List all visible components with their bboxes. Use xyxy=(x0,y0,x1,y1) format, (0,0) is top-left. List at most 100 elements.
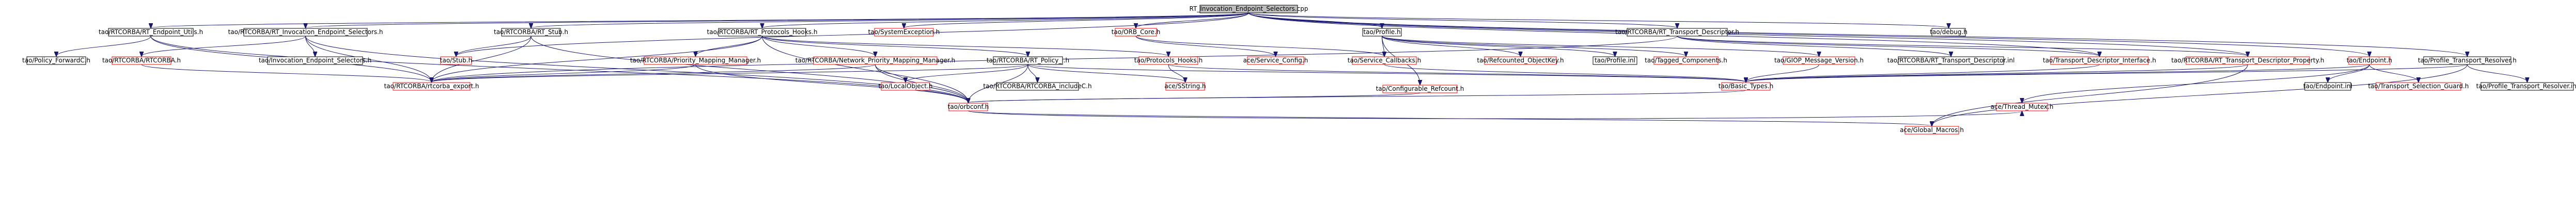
graph-node-box xyxy=(874,28,934,37)
graph-node-label: tao/RTCORBA/RT_Transport_Descriptor_Prop… xyxy=(2171,57,2324,64)
graph-node-label: tao/Profile.h xyxy=(1363,28,1400,36)
graph-node-label: tao/Transport_Descriptor_Interface.h xyxy=(2043,57,2156,64)
graph-node-label: tao/RTCORBA/RT_Transport_Descriptor.inl xyxy=(1887,57,2015,64)
graph-node-box xyxy=(440,56,472,65)
graph-node-configurable-refcount[interactable]: tao/Configurable_Refcount.h xyxy=(1376,85,1464,93)
graph-node-thread-mutex[interactable]: ace/Thread_Mutex.h xyxy=(1991,103,2054,111)
graph-edge xyxy=(1932,64,2468,126)
graph-edge xyxy=(1027,64,1746,82)
graph-node-refcounted-objectkey[interactable]: tao/Refcounted_ObjectKey.h xyxy=(1477,56,1564,65)
graph-node-box xyxy=(2376,82,2461,91)
graph-node-endpoint-inl[interactable]: tao/Endpoint.inl xyxy=(2303,82,2352,91)
graph-edge xyxy=(56,36,151,56)
graph-node-box xyxy=(1352,56,1417,65)
graph-node-label: tao/RTCORBA/rtcorba_export.h xyxy=(384,83,479,90)
graph-edge xyxy=(2328,64,2370,82)
graph-edge xyxy=(432,36,762,82)
graph-node-service-config[interactable]: ace/Service_Config.h xyxy=(1243,56,1308,65)
graph-node-box xyxy=(948,103,988,111)
graph-node-box xyxy=(1382,85,1458,93)
graph-node-label: ace/SString.h xyxy=(1164,83,1206,90)
graph-node-priority-mapping-manager[interactable]: tao/RTCORBA/Priority_Mapping_Manager.h xyxy=(630,56,761,65)
graph-node-label: ace/Thread_Mutex.h xyxy=(1991,103,2054,110)
graph-edge xyxy=(305,36,969,103)
graph-node-rt-transport-descriptor-property[interactable]: tao/RTCORBA/RT_Transport_Descriptor_Prop… xyxy=(2171,56,2324,65)
graph-edge xyxy=(1677,36,2100,56)
graph-edge xyxy=(1382,36,1521,56)
nodes-layer: RT_Invocation_Endpoint_Selectors.cpp tao/… xyxy=(22,5,2576,135)
graph-node-label: tao/Profile.inl xyxy=(1595,57,1635,64)
graph-edge xyxy=(1136,12,1249,28)
graph-edge xyxy=(905,64,1028,82)
graph-node-box xyxy=(1362,28,1402,37)
graph-node-label: tao/SystemException.h xyxy=(868,28,940,36)
graph-node-label: tao/Transport_Selection_Guard.h xyxy=(2368,83,2469,90)
graph-node-ace-sstring[interactable]: ace/SString.h xyxy=(1164,82,1206,91)
graph-node-rt-inv-ep-sel-h[interactable]: tao/RTCORBA/RT_Invocation_Endpoint_Selec… xyxy=(228,28,383,37)
graph-node-inv-ep-sel[interactable]: tao/Invocation_Endpoint_Selectors.h xyxy=(259,56,371,65)
graph-edge xyxy=(1746,64,1819,82)
graph-node-box xyxy=(26,56,86,65)
graph-node-basic-types[interactable]: tao/Basic_Types.h xyxy=(1719,82,1773,91)
graph-node-box xyxy=(1484,56,1557,65)
graph-node-label: tao/Protocols_Hooks.h xyxy=(1134,57,1203,64)
graph-node-protocols-hooks[interactable]: tao/Protocols_Hooks.h xyxy=(1134,56,1203,65)
graph-node-rtcorba-includec[interactable]: tao/RTCORBA/RTCORBA_includeC.h xyxy=(983,82,1092,91)
graph-node-profile-transport-resolver-inl[interactable]: tao/Profile_Transport_Resolver.inl xyxy=(2476,82,2576,91)
graph-node-orb-core[interactable]: tao/ORB_Core.h xyxy=(1112,28,1161,37)
graph-edge xyxy=(762,36,969,103)
graph-node-stub[interactable]: tao/Stub.h xyxy=(440,56,472,65)
graph-node-label: tao/debug.h xyxy=(1930,28,1968,36)
graph-node-orbconf[interactable]: tao/orbconf.h xyxy=(948,103,989,111)
graph-node-box xyxy=(813,56,938,65)
graph-node-label: tao/Refcounted_ObjectKey.h xyxy=(1477,57,1564,64)
graph-node-rt-transport-descriptor-inl[interactable]: tao/RTCORBA/RT_Transport_Descriptor.inl xyxy=(1887,56,2015,65)
graph-node-box xyxy=(243,28,368,37)
graph-node-label: tao/Endpoint.inl xyxy=(2303,83,2352,90)
graph-node-label: tao/RTCORBA/RT_Policy_i.h xyxy=(987,57,1069,64)
graph-edge xyxy=(2467,64,2527,82)
graph-node-box xyxy=(1996,103,2048,111)
graph-node-rtcorba[interactable]: tao/RTCORBA/RTCORBA.h xyxy=(102,56,181,65)
graph-node-rt-stub[interactable]: tao/RTCORBA/RT_Stub.h xyxy=(494,28,568,37)
graph-node-label: tao/LocalObject.h xyxy=(878,83,932,90)
graph-node-box xyxy=(393,82,471,91)
graph-node-rt-policy-i[interactable]: tao/RTCORBA/RT_Policy_i.h xyxy=(987,56,1069,65)
graph-node-label: ace/Global_Macros.h xyxy=(1900,126,1964,134)
graph-node-box xyxy=(1904,126,1959,135)
graph-edge xyxy=(2022,64,2370,103)
graph-edge xyxy=(696,36,762,56)
graph-node-endpoint[interactable]: tao/Endpoint.h xyxy=(2347,56,2392,65)
graph-node-profile[interactable]: tao/Profile.h xyxy=(1362,28,1402,37)
graph-node-tagged-components[interactable]: tao/Tagged_Components.h xyxy=(1645,56,1727,65)
graph-node-label: RT_Invocation_Endpoint_Selectors.cpp xyxy=(1190,5,1308,12)
graph-node-label: tao/Policy_ForwardC.h xyxy=(22,57,90,64)
graph-node-profile-transport-resolver[interactable]: tao/Profile_Transport_Resolver.h xyxy=(2418,56,2517,65)
graph-node-transport-selection-guard[interactable]: tao/Transport_Selection_Guard.h xyxy=(2368,82,2469,91)
graph-edge xyxy=(762,12,1249,28)
graph-node-global-macros[interactable]: ace/Global_Macros.h xyxy=(1900,126,1964,135)
graph-node-giop-message-version[interactable]: tao/GIOP_Message_Version.h xyxy=(1774,56,1864,65)
graph-node-rtcorba-export[interactable]: tao/RTCORBA/rtcorba_export.h xyxy=(384,82,479,91)
graph-node-service-callbacks[interactable]: tao/Service_Callbacks.h xyxy=(1348,56,1421,65)
graph-node-root: RT_Invocation_Endpoint_Selectors.cpp xyxy=(1190,5,1308,13)
graph-edge xyxy=(968,110,2022,119)
graph-node-rt-endpoint-utils[interactable]: tao/RTCORBA/RT_Endpoint_Utils.h xyxy=(99,28,203,37)
graph-node-label: tao/Tagged_Components.h xyxy=(1645,57,1727,64)
graph-node-label: tao/RTCORBA/Network_Priority_Mapping_Man… xyxy=(795,57,955,64)
graph-node-label: tao/RTCORBA/RT_Invocation_Endpoint_Selec… xyxy=(228,28,383,36)
graph-node-system-exception[interactable]: tao/SystemException.h xyxy=(868,28,940,37)
graph-node-transport-descriptor-interface[interactable]: tao/Transport_Descriptor_Interface.h xyxy=(2043,56,2156,65)
graph-node-rt-transport-descriptor[interactable]: tao/RTCORBA/RT_Transport_Descriptor.h xyxy=(1615,28,1739,37)
graph-edge xyxy=(1746,64,2100,82)
graph-node-label: tao/Endpoint.h xyxy=(2347,57,2392,64)
graph-node-localobject[interactable]: tao/LocalObject.h xyxy=(878,82,933,91)
graph-node-profile-inl[interactable]: tao/Profile.inl xyxy=(1593,56,1637,65)
graph-edge xyxy=(306,12,1249,28)
graph-node-policy-forward[interactable]: tao/Policy_ForwardC.h xyxy=(22,56,90,65)
graph-node-network-priority-mapping-manager[interactable]: tao/RTCORBA/Network_Priority_Mapping_Man… xyxy=(795,56,955,65)
graph-node-rt-protocols-hooks[interactable]: tao/RTCORBA/RT_Protocols_Hooks.h xyxy=(707,28,818,37)
graph-node-debug[interactable]: tao/debug.h xyxy=(1930,28,1968,37)
graph-node-box xyxy=(2423,56,2511,65)
